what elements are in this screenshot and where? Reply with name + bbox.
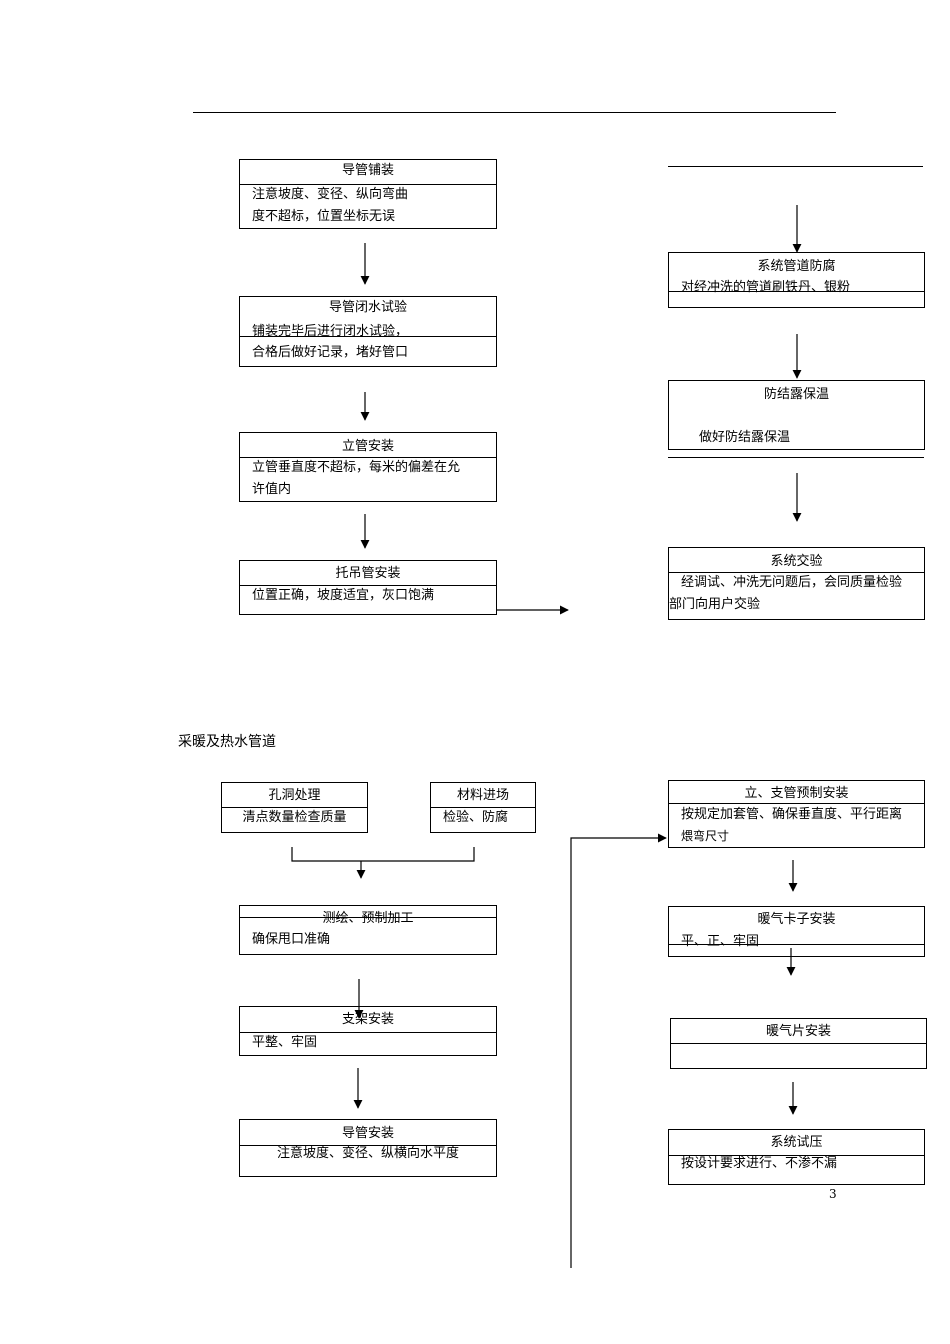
step-radiator-install-title: 暖气片安装 <box>765 1024 831 1039</box>
step-radiator-clip-title: 暖气卡子安装 <box>757 912 836 927</box>
step-hole-treatment-line1: 清点数量检查质量 <box>242 810 347 825</box>
step-system-handover-title: 系统交验 <box>770 554 823 569</box>
box-divider <box>669 1155 924 1156</box>
step-pipe-install-box: 导管安装 注意坡度、变径、纵横向水平度 <box>239 1119 497 1177</box>
step-riser-install-box: 立管安装 立管垂直度不超标，每米的偏差在允 许值内 <box>239 432 497 502</box>
step-riser-branch-prefab-title: 立、支管预制安装 <box>744 786 849 801</box>
step-pressure-test-title: 系统试压 <box>770 1135 823 1150</box>
step-system-handover-line1: 经调试、冲洗无问题后，会同质量检验 <box>681 575 903 590</box>
step-closed-water-test-box: 导管闭水试验 铺装完毕后进行闭水试验， 合格后做好记录，堵好管口 <box>239 296 497 367</box>
step-pressure-test-line1: 按设计要求进行、不渗不漏 <box>681 1156 838 1171</box>
step-pipe-laying-line1: 注意坡度、变径、纵向弯曲 <box>252 187 409 202</box>
step-radiator-install-box: 暖气片安装 <box>670 1018 927 1069</box>
heating-section-title: 采暖及热水管道 <box>178 734 276 750</box>
step-pipe-install-title: 导管安装 <box>341 1126 394 1141</box>
box-divider <box>240 184 496 185</box>
box-divider <box>669 572 924 573</box>
step-anticorrosion-box: 系统管道防腐 对经冲洗的管道刷铁丹、银粉 <box>668 252 925 308</box>
box-divider <box>240 917 496 918</box>
box-divider <box>240 336 496 337</box>
step-bracket-install-box: 支架安装 平整、牢固 <box>239 1006 497 1056</box>
box-divider <box>240 585 496 586</box>
box-divider <box>669 803 924 804</box>
step-material-entry-box: 材料进场 检验、防腐 <box>430 782 536 833</box>
step-closed-water-test-line2: 合格后做好记录，堵好管口 <box>252 345 409 360</box>
box-divider <box>669 291 924 292</box>
step-hanger-install-title: 托吊管安装 <box>335 566 401 581</box>
step-survey-prefab-line1: 确保甩口准确 <box>252 932 331 947</box>
box-divider <box>222 807 367 808</box>
step-survey-prefab-title: 测绘、预制加工 <box>322 911 414 926</box>
step-closed-water-test-title: 导管闭水试验 <box>328 300 407 315</box>
step-radiator-clip-box: 暖气卡子安装 平、正、牢固 <box>668 906 925 957</box>
step-riser-branch-prefab-box: 立、支管预制安装 按规定加套管、确保垂直度、平行距离 煨弯尺寸 <box>668 780 925 848</box>
box-divider <box>671 1043 926 1044</box>
page-number: 3 <box>829 1187 837 1201</box>
step-pressure-test-box: 系统试压 按设计要求进行、不渗不漏 <box>668 1129 925 1185</box>
step-riser-install-line1: 立管垂直度不超标，每米的偏差在允 <box>252 460 461 475</box>
step-pipe-laying-line2: 度不超标，位置坐标无误 <box>252 209 396 224</box>
step-anticorrosion-title: 系统管道防腐 <box>757 259 836 274</box>
step-system-handover-line2: 部门向用户交验 <box>669 597 761 612</box>
box-divider <box>669 944 924 945</box>
box-divider <box>240 1145 496 1146</box>
step-system-handover-box: 系统交验 经调试、冲洗无问题后，会同质量检验 部门向用户交验 <box>668 547 925 620</box>
box-divider <box>431 807 535 808</box>
step-closed-water-test-line1: 铺装完毕后进行闭水试验， <box>252 324 409 339</box>
step-pipe-laying-title: 导管铺装 <box>341 163 394 178</box>
step-hole-treatment-box: 孔洞处理 清点数量检查质量 <box>221 782 368 833</box>
step-riser-branch-prefab-line1: 按规定加套管、确保垂直度、平行距离 <box>681 807 903 822</box>
step-anti-condensation-line1: 做好防结露保温 <box>699 430 791 445</box>
step-pipe-install-line1: 注意坡度、变径、纵横向水平度 <box>276 1146 459 1161</box>
step-riser-branch-prefab-line2: 煨弯尺寸 <box>681 829 730 843</box>
step-hanger-install-line1: 位置正确，坡度适宜，灰口饱满 <box>252 588 435 603</box>
step-material-entry-title: 材料进场 <box>456 788 509 803</box>
connector-left-to-right-column <box>570 833 667 1268</box>
step-bracket-install-line1: 平整、牢固 <box>252 1035 318 1050</box>
merge-bracket <box>291 847 475 862</box>
step-riser-install-line2: 许值内 <box>252 482 292 497</box>
box-divider <box>240 457 496 458</box>
box-divider <box>240 1032 496 1033</box>
step-radiator-clip-line1: 平、正、牢固 <box>681 934 760 949</box>
step-survey-prefab-box: 测绘、预制加工 确保甩口准确 <box>239 905 497 955</box>
step-material-entry-line1: 检验、防腐 <box>443 810 509 825</box>
step-riser-install-title: 立管安装 <box>341 439 394 454</box>
step-anti-condensation-title: 防结露保温 <box>763 387 829 402</box>
step-hole-treatment-title: 孔洞处理 <box>268 788 321 803</box>
step-pipe-laying-box: 导管铺装 注意坡度、变径、纵向弯曲 度不超标，位置坐标无误 <box>239 159 497 229</box>
right-column-top-rule <box>668 166 923 167</box>
step-anti-condensation-box: 防结露保温 做好防结露保温 <box>668 380 925 450</box>
step-hanger-install-box: 托吊管安装 位置正确，坡度适宜，灰口饱满 <box>239 560 497 615</box>
header-rule <box>193 112 836 113</box>
right-column-mid-rule <box>668 457 924 458</box>
